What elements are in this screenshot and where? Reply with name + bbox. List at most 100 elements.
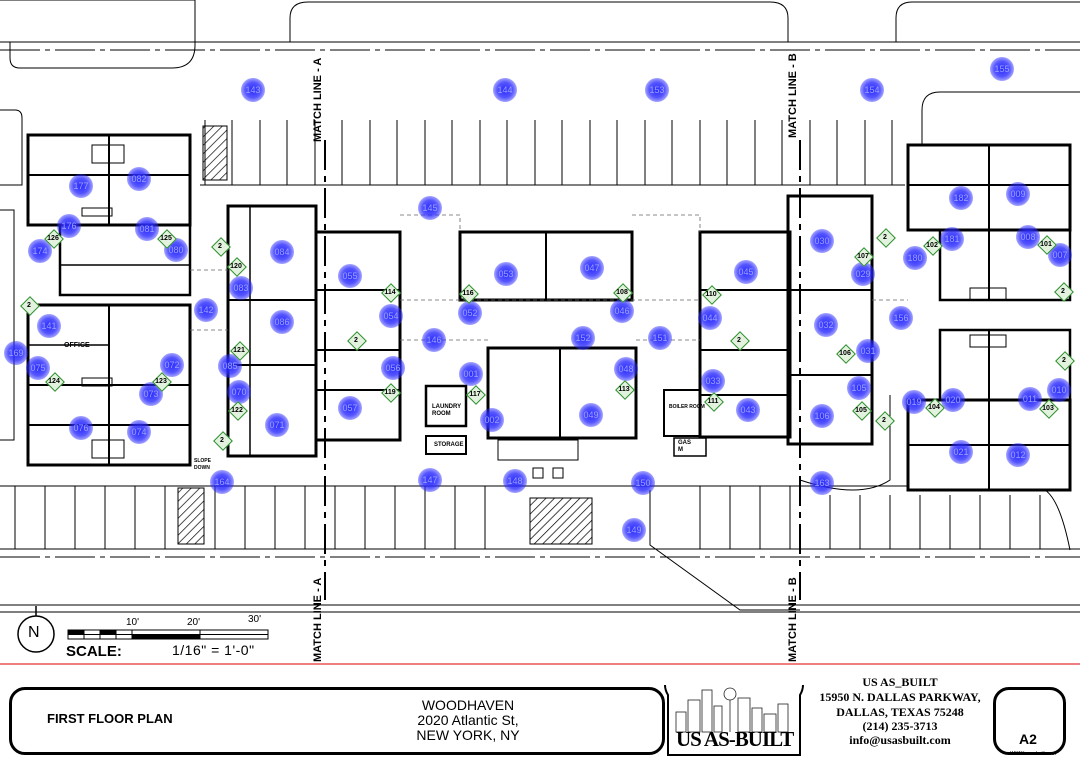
location-marker-081[interactable]: 081	[135, 217, 159, 241]
location-marker-151[interactable]: 151	[648, 326, 672, 350]
door-tag-2[interactable]: 2	[347, 331, 367, 351]
location-marker-177[interactable]: 177	[69, 174, 93, 198]
location-marker-031[interactable]: 031	[856, 339, 880, 363]
location-marker-075[interactable]: 075	[26, 356, 50, 380]
location-marker-182[interactable]: 182	[949, 186, 973, 210]
door-tag-125[interactable]: 125	[157, 229, 177, 249]
door-tag-103[interactable]: 103	[1039, 399, 1059, 419]
door-tag-2[interactable]: 2	[1054, 282, 1074, 302]
location-marker-181[interactable]: 181	[940, 227, 964, 251]
door-tag-2[interactable]: 2	[730, 331, 750, 351]
project-address-line2: NEW YORK, NY	[416, 727, 520, 743]
location-marker-169[interactable]: 169	[4, 341, 28, 365]
location-marker-141[interactable]: 141	[37, 314, 61, 338]
door-tag-107[interactable]: 107	[854, 247, 874, 267]
door-tag-101[interactable]: 101	[1037, 235, 1057, 255]
door-tag-123[interactable]: 123	[152, 372, 172, 392]
location-marker-002[interactable]: 002	[480, 408, 504, 432]
location-marker-150[interactable]: 150	[631, 471, 655, 495]
door-tag-2[interactable]: 2	[1055, 351, 1075, 371]
location-marker-056[interactable]: 056	[381, 356, 405, 380]
location-marker-152[interactable]: 152	[571, 326, 595, 350]
door-tag-106[interactable]: 106	[836, 344, 856, 364]
location-marker-143[interactable]: 143	[241, 78, 265, 102]
location-marker-074[interactable]: 074	[127, 420, 151, 444]
location-marker-054[interactable]: 054	[379, 304, 403, 328]
door-tag-2[interactable]: 2	[211, 237, 231, 257]
location-marker-011[interactable]: 011	[1018, 387, 1042, 411]
location-marker-055[interactable]: 055	[338, 264, 362, 288]
door-tag-111[interactable]: 111	[704, 392, 724, 412]
location-marker-001[interactable]: 001	[459, 362, 483, 386]
location-marker-072[interactable]: 072	[160, 353, 184, 377]
location-marker-045[interactable]: 045	[734, 260, 758, 284]
location-marker-033[interactable]: 033	[701, 369, 725, 393]
location-marker-012[interactable]: 012	[1006, 443, 1030, 467]
location-marker-043[interactable]: 043	[736, 398, 760, 422]
location-marker-048[interactable]: 048	[614, 357, 638, 381]
location-marker-019[interactable]: 019	[902, 390, 926, 414]
door-tag-105[interactable]: 105	[852, 401, 872, 421]
location-marker-076[interactable]: 076	[69, 416, 93, 440]
location-marker-153[interactable]: 153	[645, 78, 669, 102]
location-marker-154[interactable]: 154	[860, 78, 884, 102]
location-marker-044[interactable]: 044	[698, 306, 722, 330]
location-marker-147[interactable]: 147	[418, 468, 442, 492]
location-marker-086[interactable]: 086	[270, 310, 294, 334]
location-marker-149[interactable]: 149	[622, 518, 646, 542]
location-marker-176[interactable]: 176	[57, 214, 81, 238]
door-tag-121[interactable]: 121	[230, 341, 250, 361]
location-marker-009[interactable]: 009	[1006, 182, 1030, 206]
location-marker-146[interactable]: 146	[422, 328, 446, 352]
door-tag-2[interactable]: 2	[876, 228, 896, 248]
location-marker-083[interactable]: 083	[229, 276, 253, 300]
location-marker-021[interactable]: 021	[949, 440, 973, 464]
location-marker-145[interactable]: 145	[418, 196, 442, 220]
location-marker-082[interactable]: 082	[127, 167, 151, 191]
location-marker-144[interactable]: 144	[493, 78, 517, 102]
sheet-number: A2	[1019, 731, 1037, 747]
door-tag-104[interactable]: 104	[925, 398, 945, 418]
location-marker-047[interactable]: 047	[580, 256, 604, 280]
door-tag-102[interactable]: 102	[923, 236, 943, 256]
location-marker-020[interactable]: 020	[941, 388, 965, 412]
door-tag-113[interactable]: 113	[615, 380, 635, 400]
door-tag-114[interactable]: 114	[381, 283, 401, 303]
location-marker-084[interactable]: 084	[270, 240, 294, 264]
location-marker-105[interactable]: 105	[847, 376, 871, 400]
door-tag-119[interactable]: 119	[381, 383, 401, 403]
location-marker-053[interactable]: 053	[494, 262, 518, 286]
door-tag-117[interactable]: 117	[466, 385, 486, 405]
door-tag-124[interactable]: 124	[45, 372, 65, 392]
door-tag-110[interactable]: 110	[702, 285, 722, 305]
location-marker-049[interactable]: 049	[579, 403, 603, 427]
location-marker-155[interactable]: 155	[990, 57, 1014, 81]
location-marker-010[interactable]: 010	[1047, 378, 1071, 402]
building-center-right	[663, 194, 874, 457]
location-marker-046[interactable]: 046	[610, 299, 634, 323]
location-marker-164[interactable]: 164	[210, 470, 234, 494]
door-tag-122[interactable]: 122	[228, 401, 248, 421]
location-marker-163[interactable]: 163	[810, 471, 834, 495]
location-marker-052[interactable]: 052	[458, 301, 482, 325]
door-tag-label: 122	[231, 406, 243, 414]
location-marker-156[interactable]: 156	[889, 306, 913, 330]
door-tag-116[interactable]: 116	[459, 284, 479, 304]
door-tag-2[interactable]: 2	[875, 411, 895, 431]
location-marker-071[interactable]: 071	[265, 413, 289, 437]
door-tag-120[interactable]: 120	[227, 257, 247, 277]
location-marker-148[interactable]: 148	[503, 469, 527, 493]
location-marker-008[interactable]: 008	[1016, 225, 1040, 249]
door-tag-108[interactable]: 108	[613, 283, 633, 303]
location-marker-070[interactable]: 070	[227, 380, 251, 404]
door-tag-126[interactable]: 126	[44, 229, 64, 249]
location-marker-032[interactable]: 032	[814, 313, 838, 337]
door-tag-2[interactable]: 2	[20, 296, 40, 316]
location-marker-106[interactable]: 106	[810, 404, 834, 428]
location-marker-142[interactable]: 142	[194, 298, 218, 322]
location-marker-057[interactable]: 057	[338, 396, 362, 420]
door-tag-2[interactable]: 2	[213, 431, 233, 451]
location-marker-180[interactable]: 180	[903, 246, 927, 270]
location-marker-030[interactable]: 030	[810, 229, 834, 253]
